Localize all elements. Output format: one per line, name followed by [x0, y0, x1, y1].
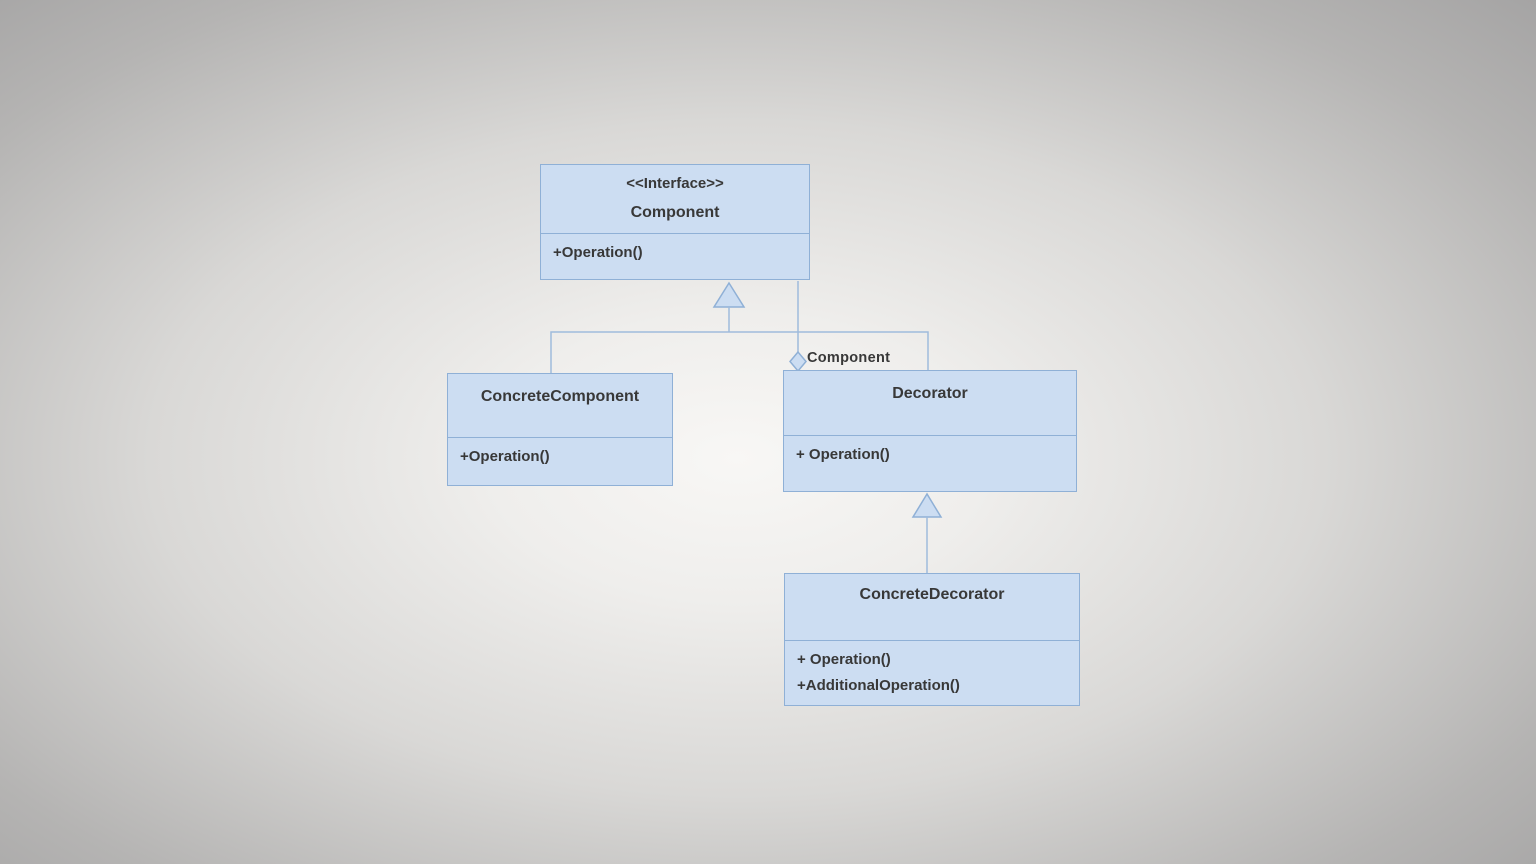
class-box-concrete-decorator: ConcreteDecorator + Operation() +Additio…: [784, 573, 1080, 706]
class-header: ConcreteDecorator: [785, 574, 1079, 641]
class-method: + Operation(): [797, 651, 891, 668]
class-body: + Operation() +AdditionalOperation(): [785, 641, 1079, 699]
class-box-decorator: Decorator + Operation(): [783, 370, 1077, 492]
class-name: ConcreteComponent: [480, 388, 640, 405]
aggregation-diamond-icon: [789, 350, 807, 373]
class-name: Component: [630, 204, 720, 221]
class-method: +Operation(): [553, 244, 643, 261]
class-stereotype: <<Interface>>: [626, 175, 724, 192]
class-body: +Operation(): [541, 234, 809, 266]
class-header: <<Interface>> Component: [541, 165, 809, 234]
class-body: +Operation(): [448, 438, 672, 470]
class-name: Decorator: [892, 385, 968, 402]
aggregation-role-label: Component: [807, 350, 891, 366]
generalization-arrowhead-decorator-icon: [911, 492, 943, 518]
class-method: + Operation(): [796, 446, 890, 463]
class-header: Decorator: [784, 371, 1076, 436]
class-body: + Operation(): [784, 436, 1076, 468]
class-box-concrete-component: ConcreteComponent +Operation(): [447, 373, 673, 486]
class-name: ConcreteDecorator: [859, 586, 1005, 603]
class-method: +AdditionalOperation(): [797, 677, 960, 694]
class-header: ConcreteComponent: [448, 374, 672, 438]
generalization-arrowhead-component-icon: [712, 281, 746, 308]
class-box-component: <<Interface>> Component +Operation(): [540, 164, 810, 280]
class-method: +Operation(): [460, 448, 550, 465]
